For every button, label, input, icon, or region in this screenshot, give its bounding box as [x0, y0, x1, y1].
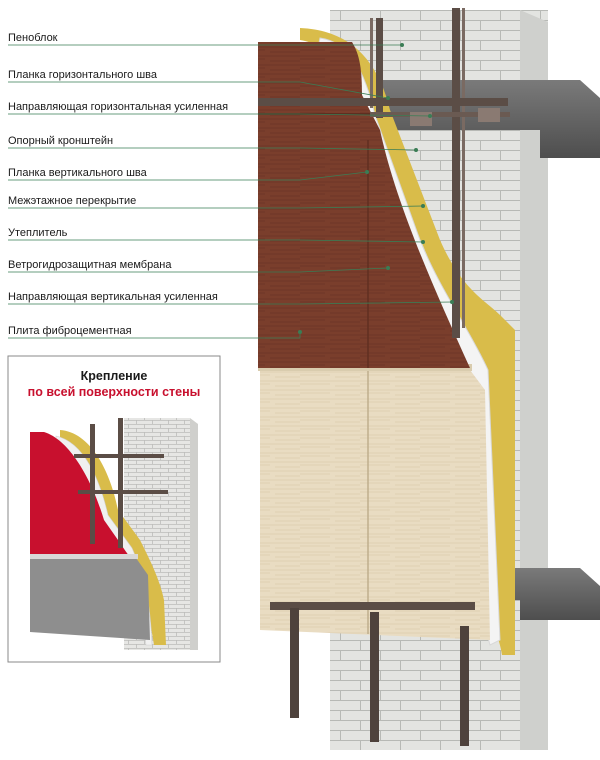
inset-red-panel — [30, 432, 136, 566]
leader-lines — [8, 44, 453, 339]
inset-guide-1 — [90, 424, 95, 544]
label-floor-slab: Межэтажное перекрытие — [8, 195, 136, 207]
inset-rail-1 — [74, 454, 164, 458]
label-horizontal-guide: Направляющая горизонтальная усиленная — [8, 101, 228, 113]
inset-title-line2: по всей поверхности стены — [28, 385, 201, 399]
label-horizontal-joint-strip: Планка горизонтального шва — [8, 69, 158, 81]
label-fiber-cement-plate: Плита фиброцементная — [8, 325, 132, 337]
support-bracket-1 — [410, 112, 432, 126]
label-support-bracket: Опорный кронштейн — [8, 135, 113, 147]
lower-post-1 — [290, 608, 299, 718]
wall-side-face — [520, 10, 548, 750]
inset-wall-side — [190, 418, 198, 650]
horizontal-guide-lower — [370, 112, 510, 117]
label-vertical-guide: Направляющая вертикальная усиленная — [8, 291, 218, 303]
label-membrane: Ветрогидрозащитная мембрана — [8, 259, 172, 271]
inset-guide-2 — [118, 418, 123, 548]
inset-panel: Крепление по всей поверхности стены — [7, 355, 221, 663]
label-foam-block: Пеноблок — [8, 32, 58, 44]
inset-rail-2 — [78, 490, 168, 494]
lower-guide-1 — [270, 602, 475, 610]
facade-illustration — [258, 8, 600, 750]
inset-title-line1: Крепление — [81, 369, 148, 383]
lower-post-3 — [460, 626, 469, 746]
vertical-guide-right-flange — [462, 8, 465, 328]
fiber-cement-panel-dark — [258, 42, 470, 368]
inset-grey-panel — [30, 558, 150, 640]
vertical-guide-left-flange — [370, 18, 373, 108]
inset-joint — [30, 554, 138, 559]
lower-post-2 — [370, 612, 379, 742]
label-insulation: Утеплитель — [8, 227, 68, 239]
callout-labels: Пеноблок Планка горизонтального шва Напр… — [8, 32, 228, 337]
vertical-guide-right — [452, 8, 460, 338]
horizontal-guide — [258, 98, 508, 106]
fiber-cement-panel-light — [260, 370, 490, 640]
support-bracket-2 — [478, 108, 500, 122]
label-vertical-joint-strip: Планка вертикального шва — [8, 167, 148, 179]
floor-slab-lower — [500, 568, 600, 620]
vertical-guide-left — [376, 18, 383, 118]
